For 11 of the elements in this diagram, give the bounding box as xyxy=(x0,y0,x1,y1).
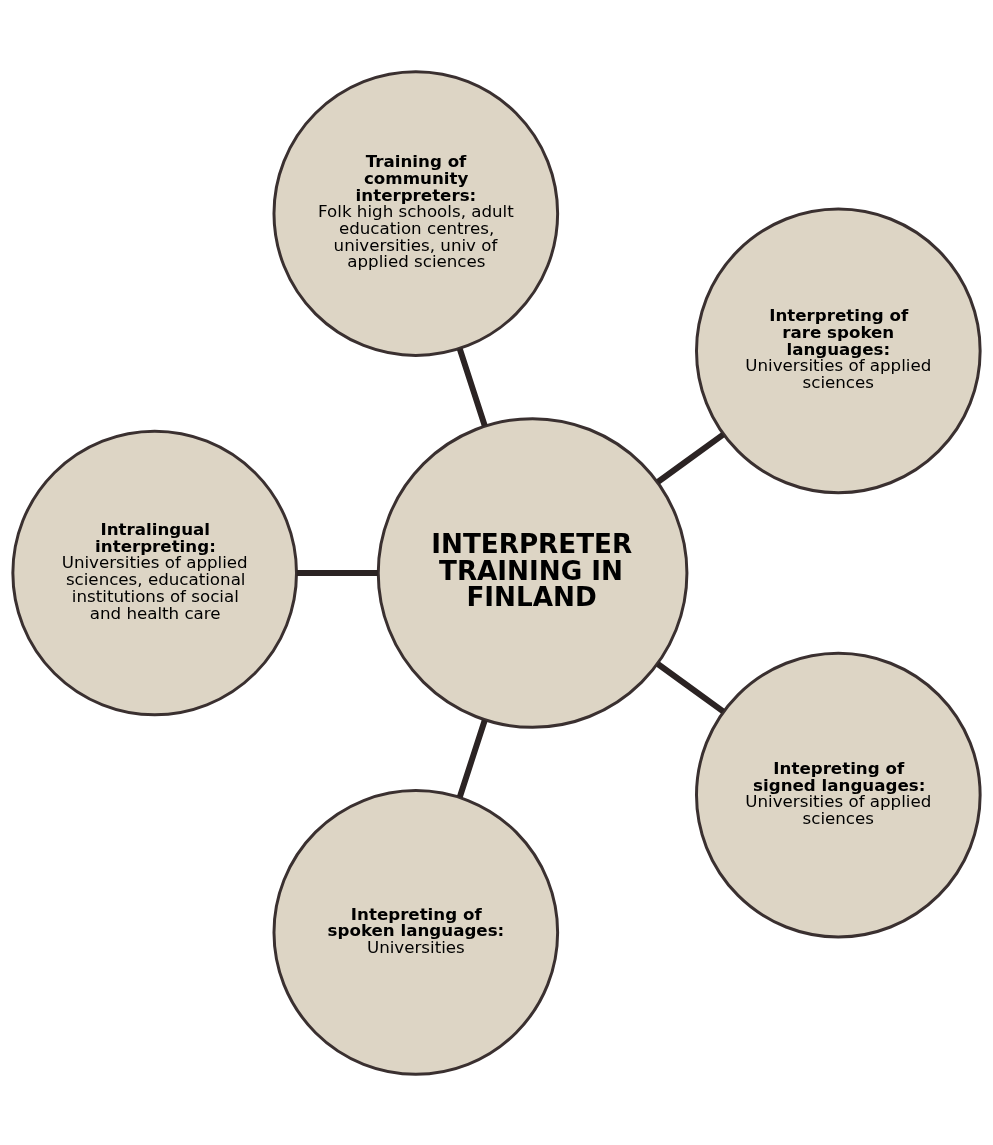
connector xyxy=(456,347,488,427)
node-circle: INTERPRETER TRAINING IN FINLAND xyxy=(376,416,689,729)
node-circle: Training of community interpreters: Folk high schools, adult education centres, universities, univ of applied sciences xyxy=(272,69,560,357)
node-circle: Intralingual interpreting: Universities of applied sciences, educational institutions of social and health care xyxy=(11,429,298,716)
node-circle: Intepreting of signed languages: Universities of applied sciences xyxy=(695,651,982,938)
connector xyxy=(456,718,488,798)
node-circle: Interpreting of rare spoken languages: Universities of applied sciences xyxy=(695,207,982,494)
connector xyxy=(656,431,725,484)
connector xyxy=(656,661,725,714)
node-circle: Intepreting of spoken languages: Universities xyxy=(272,788,560,1076)
connector xyxy=(296,569,378,576)
